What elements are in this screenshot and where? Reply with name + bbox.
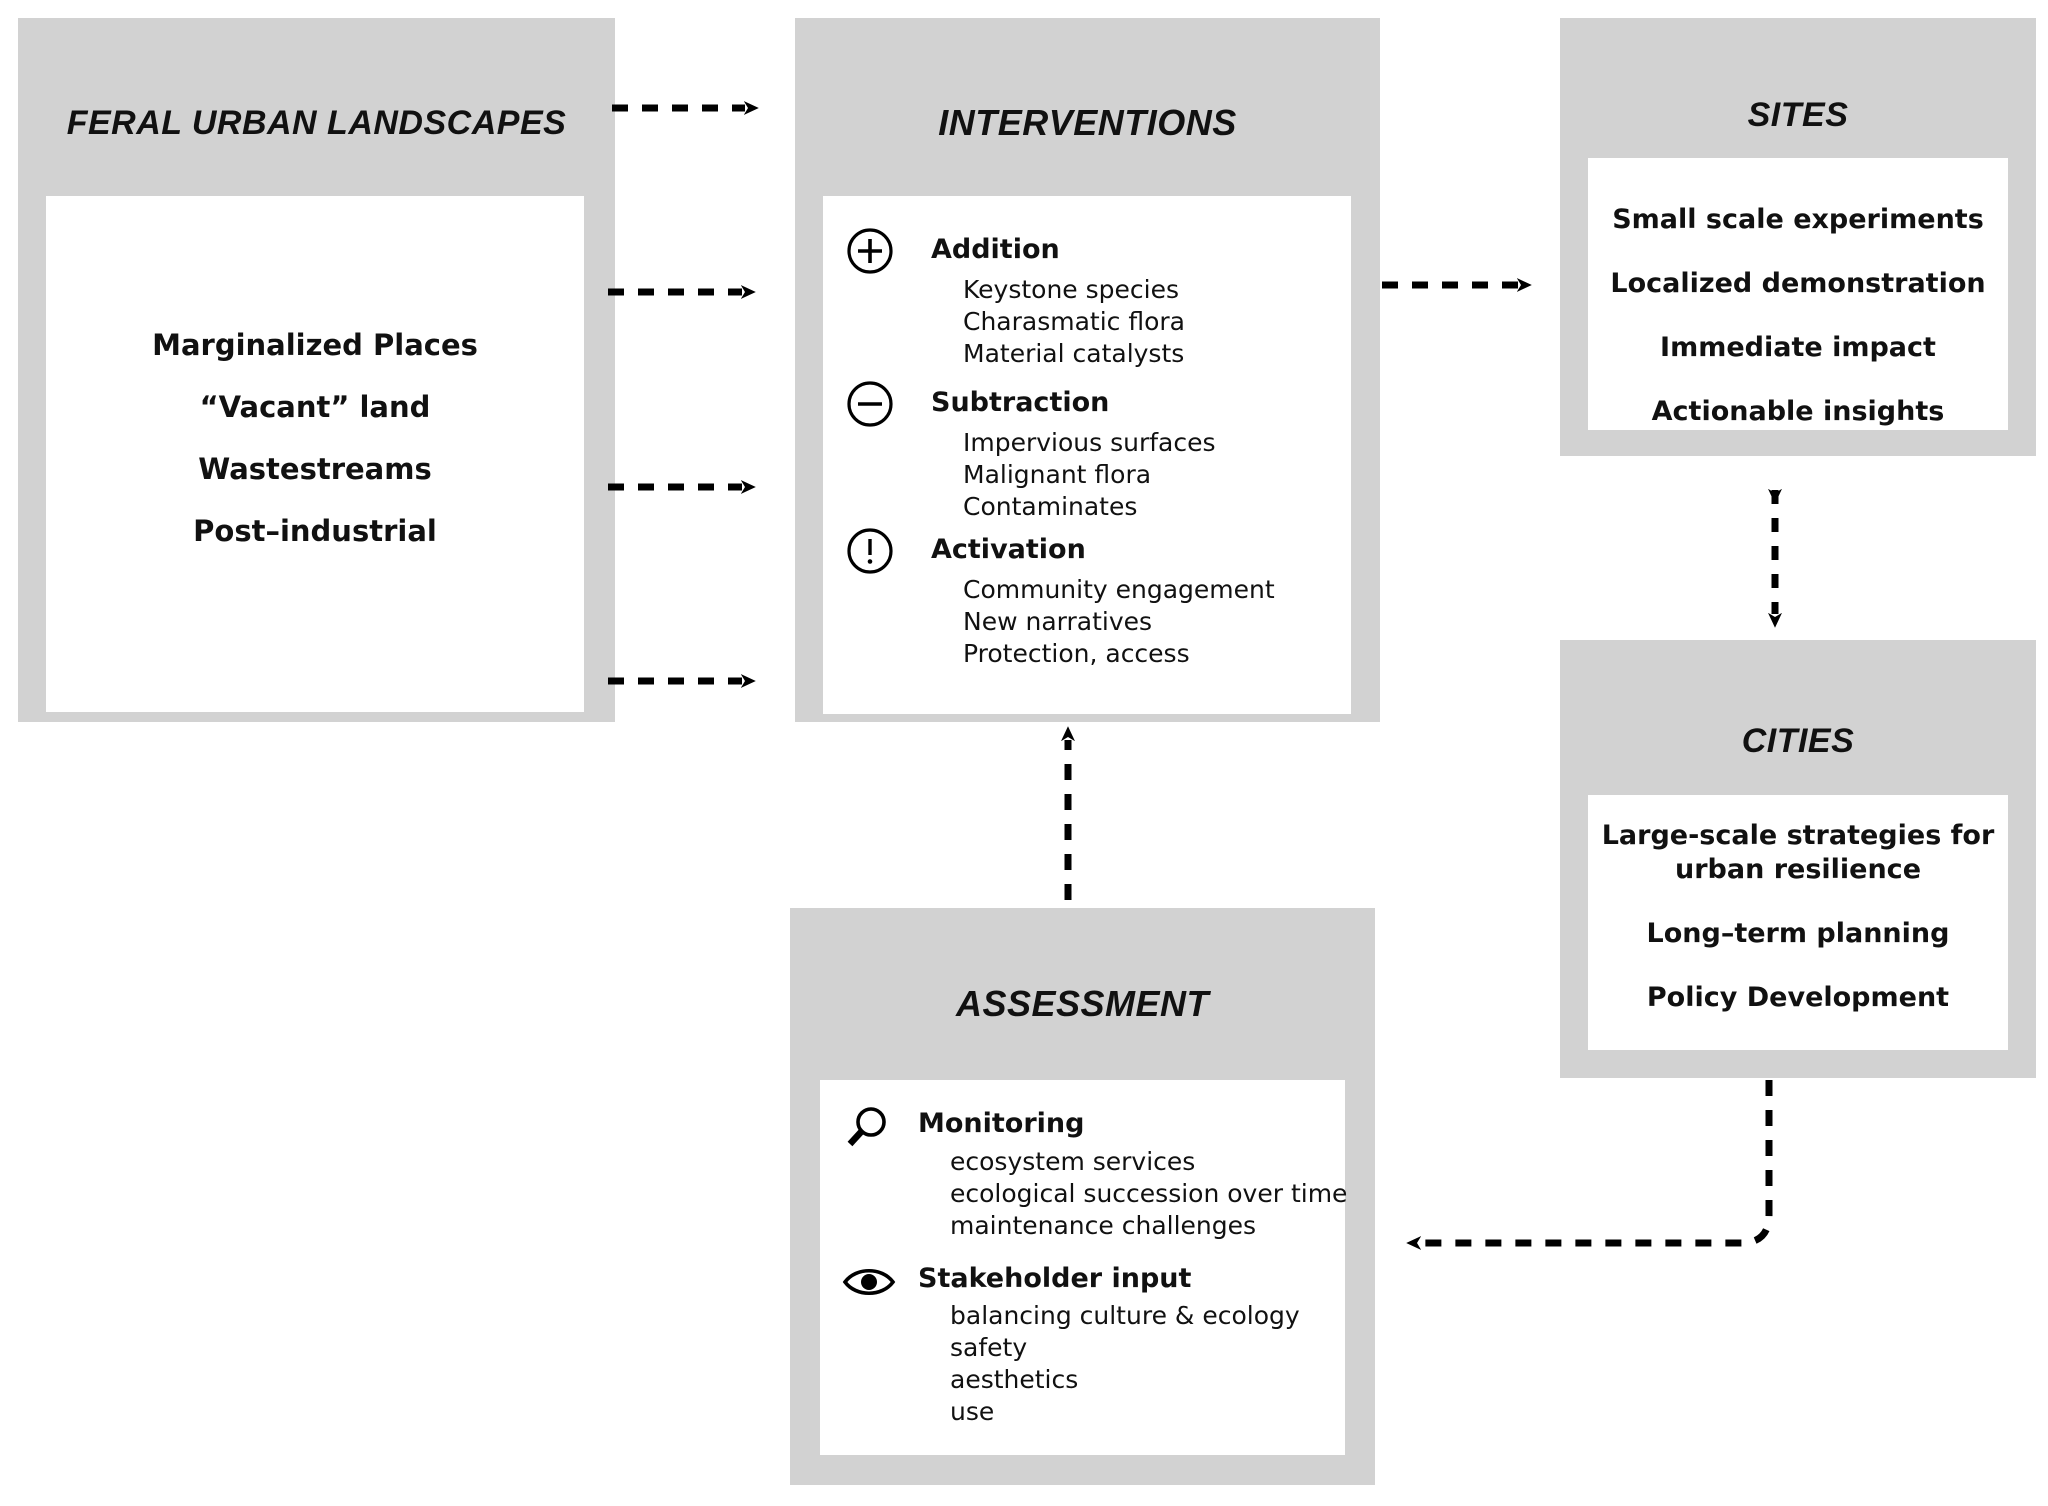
intervention-item: Malignant flora: [963, 460, 1152, 489]
interventions-panel-title: INTERVENTIONS: [938, 102, 1237, 143]
exclamation-circle-icon: [845, 526, 895, 580]
assessment-sub-items: balancing culture & ecology safety aesth…: [950, 1300, 1328, 1428]
intervention-heading: Activation: [931, 534, 1086, 565]
panel-cities: CITIES Large-scale strategies for urban …: [1560, 640, 2036, 1078]
cities-to-assessment-arrow: [1406, 1080, 1773, 1250]
cities-item: Large-scale strategies for: [1601, 820, 1995, 851]
intervention-group-addition: Addition Keystone species Charasmatic fl…: [845, 226, 1331, 370]
sites-item: Actionable insights: [1651, 396, 1945, 427]
assessment-inner-box: Monitoring ecosystem services ecological…: [820, 1080, 1348, 1455]
cities-spacer: [1588, 887, 2008, 917]
intervention-heading: Addition: [931, 234, 1060, 265]
feral-item: Wastestreams: [198, 452, 432, 486]
plus-circle-icon: [845, 226, 895, 280]
cities-item: Long–term planning: [1646, 918, 1950, 949]
feral-item: Post–industrial: [193, 514, 437, 548]
feral-item: Marginalized Places: [152, 328, 478, 362]
assessment-item: use: [950, 1397, 995, 1426]
sites-item: Localized demonstration: [1610, 268, 1986, 299]
intervention-item: New narratives: [963, 607, 1153, 636]
panel-feral-urban-landscapes: FERAL URBAN LANDSCAPES Marginalized Plac…: [18, 18, 615, 722]
panel-sites: SITES Small scale experiments Localized …: [1560, 18, 2036, 456]
assessment-item: ecosystem services: [950, 1147, 1196, 1176]
intervention-item: Material catalysts: [963, 339, 1185, 368]
assessment-panel-title: ASSESSMENT: [955, 983, 1210, 1024]
feral-items-list: Marginalized Places “Vacant” land Wastes…: [46, 314, 584, 562]
intervention-item: Keystone species: [963, 275, 1179, 304]
feral-panel-title: FERAL URBAN LANDSCAPES: [66, 104, 567, 142]
assessment-heading: Stakeholder input: [918, 1263, 1192, 1294]
minus-circle-icon: [845, 379, 895, 433]
cities-inner-box: Large-scale strategies for urban resilie…: [1588, 795, 2008, 1050]
assessment-item: maintenance challenges: [950, 1211, 1257, 1240]
sites-panel-title: SITES: [1747, 96, 1849, 134]
cities-items-list: Large-scale strategies for urban resilie…: [1588, 819, 2008, 1015]
feral-item: “Vacant” land: [199, 390, 431, 424]
assessment-item: ecological succession over time: [950, 1179, 1348, 1208]
intervention-heading: Subtraction: [931, 387, 1110, 418]
intervention-item: Contaminates: [963, 492, 1138, 521]
magnifier-icon: [842, 1104, 892, 1158]
intervention-group-activation: Activation Community engagement New narr…: [845, 526, 1331, 670]
panel-interventions: INTERVENTIONS Addition Keystone species …: [795, 18, 1380, 722]
cities-panel-title: CITIES: [1741, 722, 1855, 760]
assessment-group-stakeholder-input: Stakeholder input balancing culture & ec…: [842, 1258, 1328, 1428]
feral-inner-box: Marginalized Places “Vacant” land Wastes…: [46, 196, 584, 712]
sites-item: Small scale experiments: [1612, 204, 1984, 235]
feral-to-interventions-arrows: [608, 101, 759, 688]
intervention-item: Impervious surfaces: [963, 428, 1216, 457]
interventions-inner-box: Addition Keystone species Charasmatic fl…: [823, 196, 1351, 714]
cities-item: Policy Development: [1646, 982, 1950, 1013]
assessment-heading: Monitoring: [918, 1108, 1085, 1139]
intervention-sub-items: Impervious surfaces Malignant flora Cont…: [963, 427, 1331, 523]
cities-spacer: [1588, 951, 2008, 981]
intervention-group-subtraction: Subtraction Impervious surfaces Malignan…: [845, 379, 1331, 523]
assessment-sub-items: ecosystem services ecological succession…: [950, 1146, 1348, 1242]
intervention-item: Protection, access: [963, 639, 1190, 668]
intervention-sub-items: Community engagement New narratives Prot…: [963, 574, 1331, 670]
intervention-item: Community engagement: [963, 575, 1275, 604]
cities-item: urban resilience: [1674, 854, 1922, 885]
assessment-item: balancing culture & ecology: [950, 1301, 1300, 1330]
assessment-item: aesthetics: [950, 1365, 1079, 1394]
intervention-item: Charasmatic flora: [963, 307, 1185, 336]
intervention-sub-items: Keystone species Charasmatic flora Mater…: [963, 274, 1331, 370]
assessment-group-monitoring: Monitoring ecosystem services ecological…: [842, 1102, 1348, 1242]
eye-icon: [842, 1262, 896, 1306]
sites-item: Immediate impact: [1660, 332, 1936, 363]
panel-assessment: ASSESSMENT Monitoring ecosystem services…: [790, 908, 1375, 1485]
sites-inner-box: Small scale experiments Localized demons…: [1588, 158, 2008, 430]
sites-items-list: Small scale experiments Localized demons…: [1588, 188, 2008, 444]
assessment-item: safety: [950, 1333, 1028, 1362]
